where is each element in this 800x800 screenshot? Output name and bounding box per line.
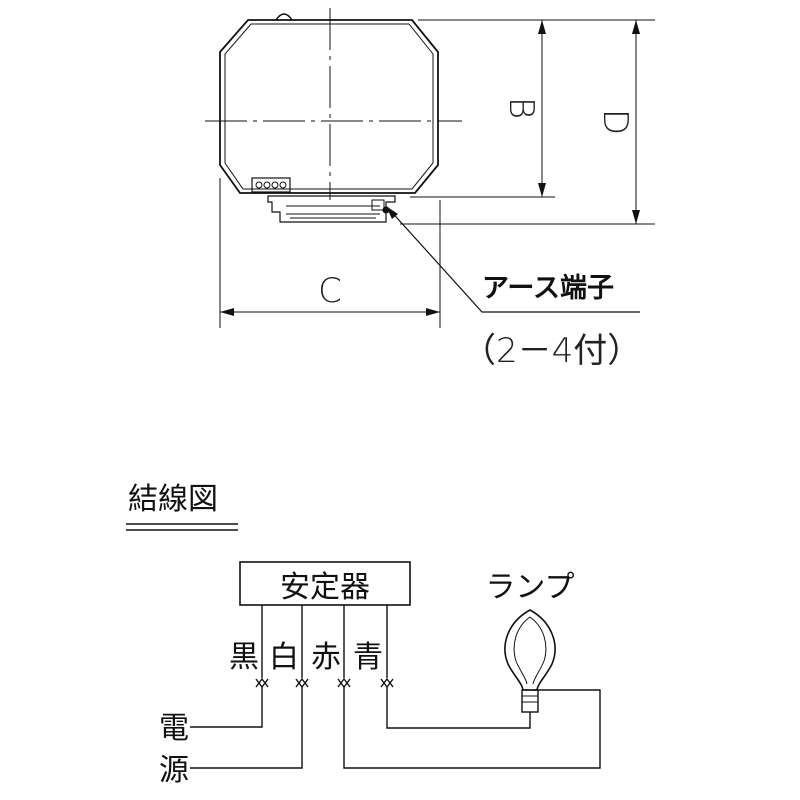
lamp-label: ランプ [485, 570, 574, 605]
connector-red [337, 677, 351, 689]
wire-label-white: 白 [269, 640, 299, 675]
wire-label-black: 黒 [229, 640, 259, 675]
power-label-bottom: 源 [159, 753, 189, 788]
earth-terminal-label: アース端子 [482, 273, 614, 304]
ballast-box [239, 561, 411, 606]
wire-label-red: 赤 [311, 640, 341, 675]
top-tab [275, 13, 293, 21]
connector-white [295, 677, 309, 689]
mounting-bracket [267, 195, 396, 223]
connector-black [255, 677, 269, 689]
lamp-bulb [504, 609, 556, 691]
ballast-label: 安定器 [280, 570, 370, 605]
terminal-block [251, 177, 291, 193]
lamp-base [521, 689, 539, 713]
earth-leader-line [387, 207, 640, 313]
earth-terminal-note: （2－4付） [462, 331, 641, 371]
wires [190, 605, 601, 769]
ballast-body-inner [224, 23, 434, 190]
power-label-top: 電 [159, 711, 189, 746]
dimension-label-b: B [501, 97, 541, 119]
wiring-title: 結線図 [128, 482, 218, 517]
ballast-body-outer [219, 19, 439, 194]
wire-label-blue: 青 [353, 640, 383, 675]
dimension-label-c: C [318, 271, 342, 311]
connector-blue [380, 677, 394, 689]
dimension-label-d: D [595, 109, 635, 135]
ballast-outline-drawing [205, 8, 655, 328]
